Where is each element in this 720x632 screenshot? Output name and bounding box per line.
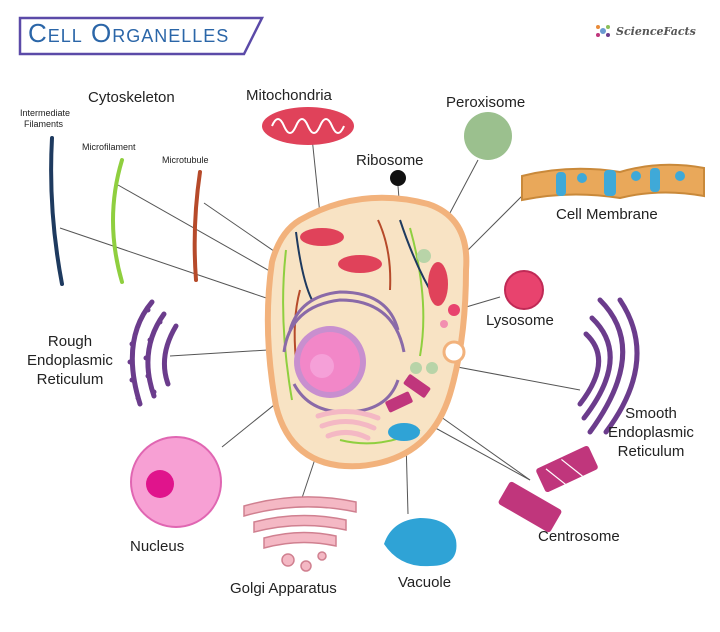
centriole-stripes: [545, 458, 583, 487]
label-microtubule: Microtubule: [162, 155, 209, 165]
brand-logo-icon: [596, 25, 610, 37]
label-rough-er-line1: Rough: [47, 333, 93, 350]
label-ribosome: Ribosome: [356, 152, 424, 169]
label-centrosome: Centrosome: [538, 528, 620, 545]
label-microfilament: Microfilament: [82, 142, 136, 152]
microfilament-fiber: [111, 158, 124, 284]
label-nucleus: Nucleus: [130, 538, 185, 555]
label-rough-er-line3: Reticulum: [36, 371, 104, 388]
golgi-illustration: [243, 496, 357, 572]
smooth-er-illustration: [577, 297, 640, 435]
lysosome-illustration: [504, 270, 544, 310]
mitochondrion-inner-1: [300, 228, 344, 246]
brand-name: ScienceFacts: [616, 25, 696, 38]
rough-er-illustration: [129, 299, 179, 407]
nucleolus-illustration: [146, 470, 174, 498]
lysosome-inner-2: [440, 320, 448, 328]
microtubule-fiber: [192, 170, 202, 282]
mitochondria-cristae: [271, 118, 345, 134]
centriole-inner-1: [385, 391, 413, 413]
rough-er-ribosomes: [127, 307, 163, 401]
label-golgi-apparatus: Golgi Apparatus: [230, 580, 337, 597]
label-vacuole: Vacuole: [398, 574, 452, 591]
peroxisome-inner: [417, 249, 431, 263]
title-frame: [18, 16, 265, 56]
label-cytoskeleton: Cytoskeleton: [88, 89, 175, 106]
label-peroxisome: Peroxisome: [446, 94, 526, 111]
label-mitochondria: Mitochondria: [246, 87, 332, 104]
nucleus-illustration: [130, 436, 222, 528]
ribosome-illustration: [390, 170, 406, 186]
label-cell-membrane: Cell Membrane: [556, 206, 658, 223]
golgi-inner: [315, 409, 381, 441]
label-smooth-er-line2: Endoplasmic: [608, 424, 694, 441]
nucleolus-inner: [310, 354, 334, 378]
label-smooth-er-line1: Smooth: [625, 405, 677, 422]
centrosome-illustration: [498, 445, 598, 533]
vesicle-inner-1: [410, 362, 422, 374]
label-lysosome: Lysosome: [486, 312, 554, 329]
vesicle-inner-2: [426, 362, 438, 374]
vacuole-illustration: [384, 518, 457, 567]
intermediate-filament-fiber: [49, 136, 64, 286]
inner-cytoskeleton: [282, 219, 437, 445]
centriole-inner-2: [403, 374, 431, 398]
label-intermediate-filaments-line1: Intermediate: [20, 108, 71, 118]
membrane-proteins: [556, 168, 685, 196]
vacuole-inner: [388, 423, 420, 441]
label-intermediate-filaments-line2: Filaments: [24, 119, 64, 129]
label-smooth-er-line3: Reticulum: [617, 443, 685, 460]
label-rough-er-line2: Endoplasmic: [27, 352, 113, 369]
lysosome-inner-1: [448, 304, 460, 316]
page-title: Cell Organelles: [28, 18, 230, 48]
peroxisome-illustration: [464, 112, 512, 160]
cell-indent: [442, 340, 466, 364]
mitochondrion-inner-3: [428, 262, 448, 306]
mitochondrion-inner-2: [338, 255, 382, 273]
